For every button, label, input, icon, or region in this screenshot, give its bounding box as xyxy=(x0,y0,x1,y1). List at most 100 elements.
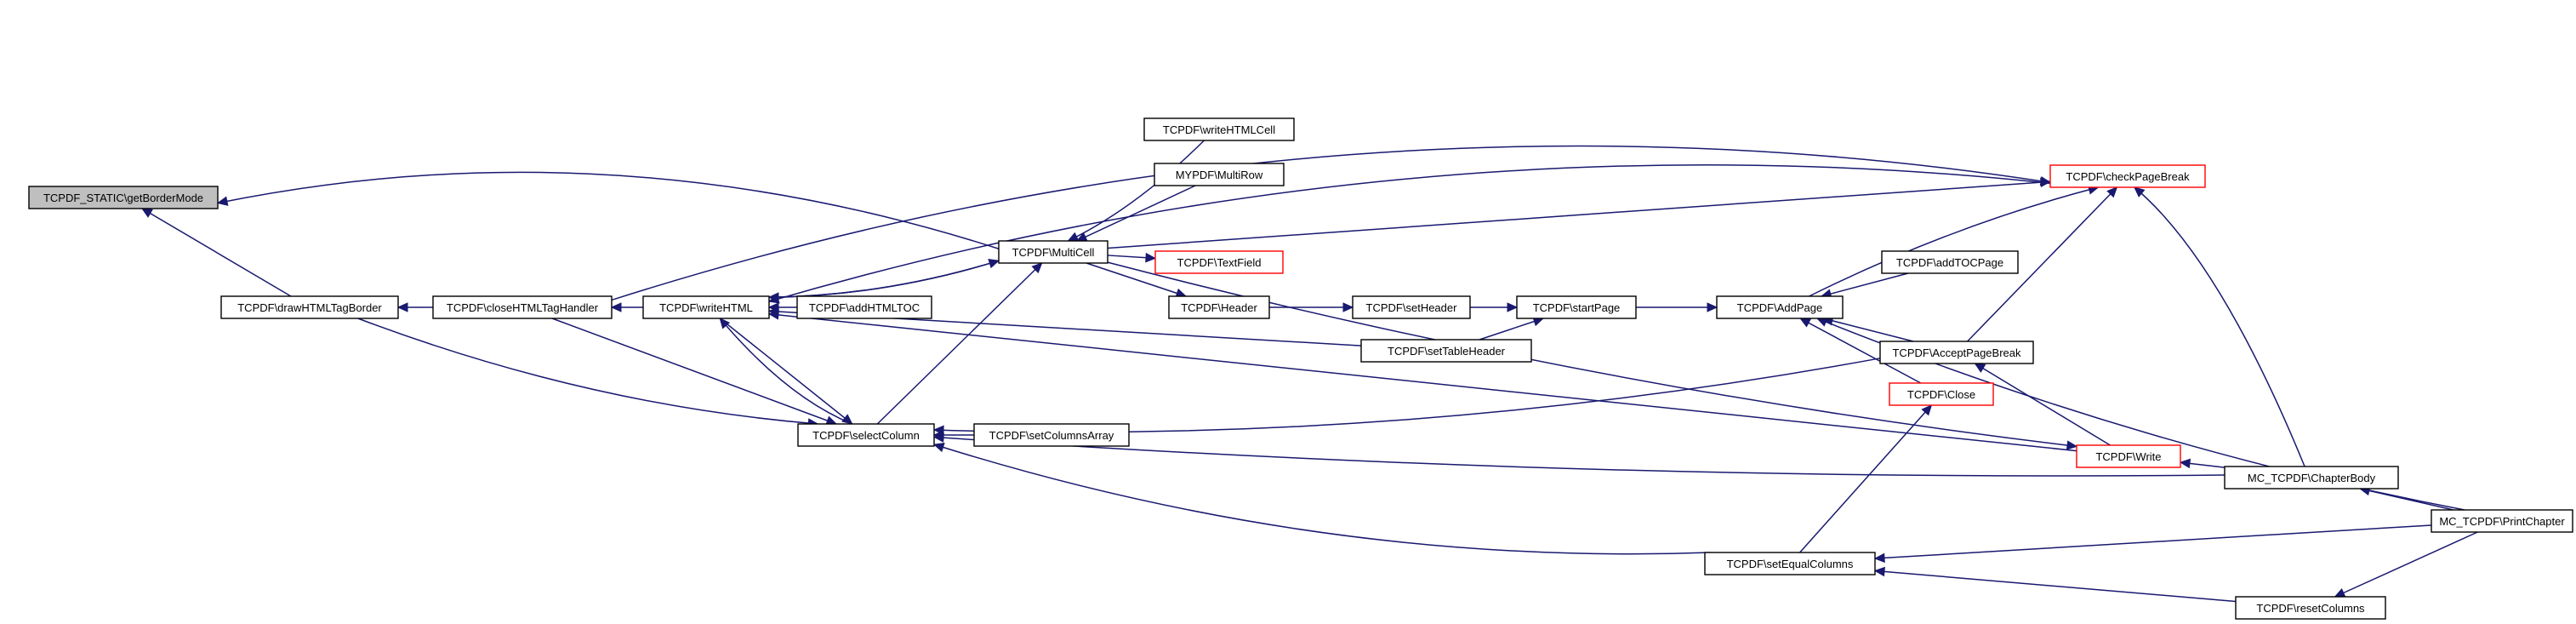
node-AddPage[interactable]: TCPDF\AddPage xyxy=(1716,295,1844,319)
node-Close[interactable]: TCPDF\Close xyxy=(1889,382,1994,406)
edge-Write-to-writeHTML xyxy=(768,312,2077,452)
node-addHTMLTOC[interactable]: TCPDF\addHTMLTOC xyxy=(796,295,932,319)
node-box xyxy=(2076,444,2181,468)
edge-AddPage-to-checkPageBreak xyxy=(1809,186,2099,297)
arrowhead-icon xyxy=(932,432,944,443)
node-box xyxy=(1704,552,1876,575)
node-box xyxy=(1516,295,1637,319)
node-label: TCPDF\drawHTMLTagBorder xyxy=(237,301,382,314)
node-addTOCPage[interactable]: TCPDF\addTOCPage xyxy=(1881,250,2019,274)
node-label: TCPDF\setEqualColumns xyxy=(1727,558,1854,570)
arrowhead-icon xyxy=(1067,232,1080,242)
node-box xyxy=(998,240,1108,264)
node-label: TCPDF\selectColumn xyxy=(812,429,920,442)
edge-PrintChapter-to-resetColumns xyxy=(2334,531,2478,598)
edge-Write-to-AcceptPageBreak xyxy=(1975,363,2111,446)
edge-PrintChapter-to-ChapterBody xyxy=(2359,488,2454,511)
edge-PrintChapter-to-setEqualColumns xyxy=(1874,524,2432,559)
node-label: TCPDF\AddPage xyxy=(1737,301,1822,314)
node-closeHTMLTagHandler[interactable]: TCPDF\closeHTMLTagHandler xyxy=(432,295,613,319)
edge-Close-to-AddPage xyxy=(1799,318,1922,384)
node-box xyxy=(797,423,935,447)
node-setEqualColumns[interactable]: TCPDF\setEqualColumns xyxy=(1704,552,1876,575)
node-label: TCPDF\Write xyxy=(2095,450,2161,463)
arrowhead-icon xyxy=(988,259,1000,269)
arrowhead-icon xyxy=(141,208,153,218)
node-writeHTML[interactable]: TCPDF\writeHTML xyxy=(642,295,770,319)
arrowhead-icon xyxy=(610,302,622,312)
node-MultiCell[interactable]: TCPDF\MultiCell xyxy=(998,240,1108,264)
nodes-layer: TCPDF_STATIC\getBorderModeTCPDF\drawHTML… xyxy=(28,117,2573,620)
arrowhead-icon xyxy=(719,318,731,329)
node-label: TCPDF\writeHTMLCell xyxy=(1163,123,1275,136)
node-box xyxy=(1881,250,2019,274)
arrowhead-icon xyxy=(396,302,408,312)
node-MultiRow[interactable]: MYPDF\MultiRow xyxy=(1154,163,1285,186)
arrowhead-icon xyxy=(1921,404,1933,416)
arrowhead-icon xyxy=(1974,363,1986,373)
node-box xyxy=(1168,295,1270,319)
node-drawHTMLTagBorder[interactable]: TCPDF\drawHTMLTagBorder xyxy=(220,295,399,319)
edge-AcceptPageBreak-to-AddPage xyxy=(1822,318,1914,342)
node-label: TCPDF\TextField xyxy=(1177,256,1262,269)
node-label: TCPDF\startPage xyxy=(1533,301,1621,314)
edge-closeHTMLTagHandler-to-checkPageBreak xyxy=(611,145,2051,301)
node-box xyxy=(2431,509,2573,533)
arrowhead-icon xyxy=(1145,252,1157,263)
node-Write[interactable]: TCPDF\Write xyxy=(2076,444,2181,468)
node-TextField[interactable]: TCPDF\TextField xyxy=(1154,250,1284,274)
node-checkPageBreak[interactable]: TCPDF\checkPageBreak xyxy=(2049,164,2206,188)
node-box xyxy=(220,295,399,319)
node-box xyxy=(432,295,613,319)
node-label: TCPDF\Close xyxy=(1907,388,1975,401)
node-getBorderMode[interactable]: TCPDF_STATIC\getBorderMode xyxy=(28,186,219,209)
node-label: TCPDF\Header xyxy=(1181,301,1257,314)
node-setHeader[interactable]: TCPDF\setHeader xyxy=(1352,295,1471,319)
arrowhead-icon xyxy=(1031,262,1043,274)
edges-layer xyxy=(141,140,2478,603)
node-label: TCPDF\resetColumns xyxy=(2256,602,2365,615)
node-box xyxy=(1889,382,1994,406)
edge-checkPageBreak-to-writeHTML xyxy=(768,163,2051,302)
node-startPage[interactable]: TCPDF\startPage xyxy=(1516,295,1637,319)
node-box xyxy=(973,423,1130,447)
arrowhead-icon xyxy=(841,414,853,425)
arrowhead-icon xyxy=(2106,186,2118,198)
arrowhead-icon xyxy=(767,310,780,320)
arrowhead-icon xyxy=(2334,587,2346,598)
edge-selectColumn-to-writeHTML xyxy=(719,318,852,425)
node-setTableHeader[interactable]: TCPDF\setTableHeader xyxy=(1360,339,1532,363)
node-box xyxy=(2049,164,2206,188)
node-box xyxy=(1154,250,1284,274)
edge-selectColumn-to-MultiCell xyxy=(876,262,1043,425)
edge-addTOCPage-to-AddPage xyxy=(1821,272,1909,297)
edge-resetColumns-to-setEqualColumns xyxy=(1874,570,2237,603)
arrowhead-icon xyxy=(1707,302,1718,312)
node-setColumnsArray[interactable]: TCPDF\setColumnsArray xyxy=(973,423,1130,447)
edge-setEqualColumns-to-Close xyxy=(1799,404,1932,553)
node-writeHTMLCell[interactable]: TCPDF\writeHTMLCell xyxy=(1143,117,1295,141)
node-PrintChapter[interactable]: MC_TCPDF\PrintChapter xyxy=(2431,509,2573,533)
node-box xyxy=(796,295,932,319)
edge-closeHTMLTagHandler-to-selectColumn xyxy=(551,318,837,425)
node-box xyxy=(1352,295,1471,319)
edge-drawHTMLTagBorder-to-selectColumn xyxy=(357,318,818,425)
node-AcceptPageBreak[interactable]: TCPDF\AcceptPageBreak xyxy=(1879,341,2034,364)
node-resetColumns[interactable]: TCPDF\resetColumns xyxy=(2235,596,2386,620)
edge-setTableHeader-to-startPage xyxy=(1479,318,1544,341)
node-label: TCPDF\MultiCell xyxy=(1012,246,1095,259)
arrowhead-icon xyxy=(932,425,944,436)
edge-ChapterBody-to-selectColumn xyxy=(933,436,2226,477)
node-box xyxy=(642,295,770,319)
edge-setEqualColumns-to-selectColumn xyxy=(933,444,1711,555)
arrowhead-icon xyxy=(767,294,780,304)
edge-MultiCell-to-checkPageBreak xyxy=(1107,180,2051,249)
node-selectColumn[interactable]: TCPDF\selectColumn xyxy=(797,423,935,447)
arrowhead-icon xyxy=(2039,175,2052,186)
arrowhead-icon xyxy=(1815,317,1828,327)
node-box xyxy=(1143,117,1295,141)
node-label: TCPDF\setTableHeader xyxy=(1388,345,1506,358)
node-Header[interactable]: TCPDF\Header xyxy=(1168,295,1270,319)
node-ChapterBody[interactable]: MC_TCPDF\ChapterBody xyxy=(2224,466,2399,489)
